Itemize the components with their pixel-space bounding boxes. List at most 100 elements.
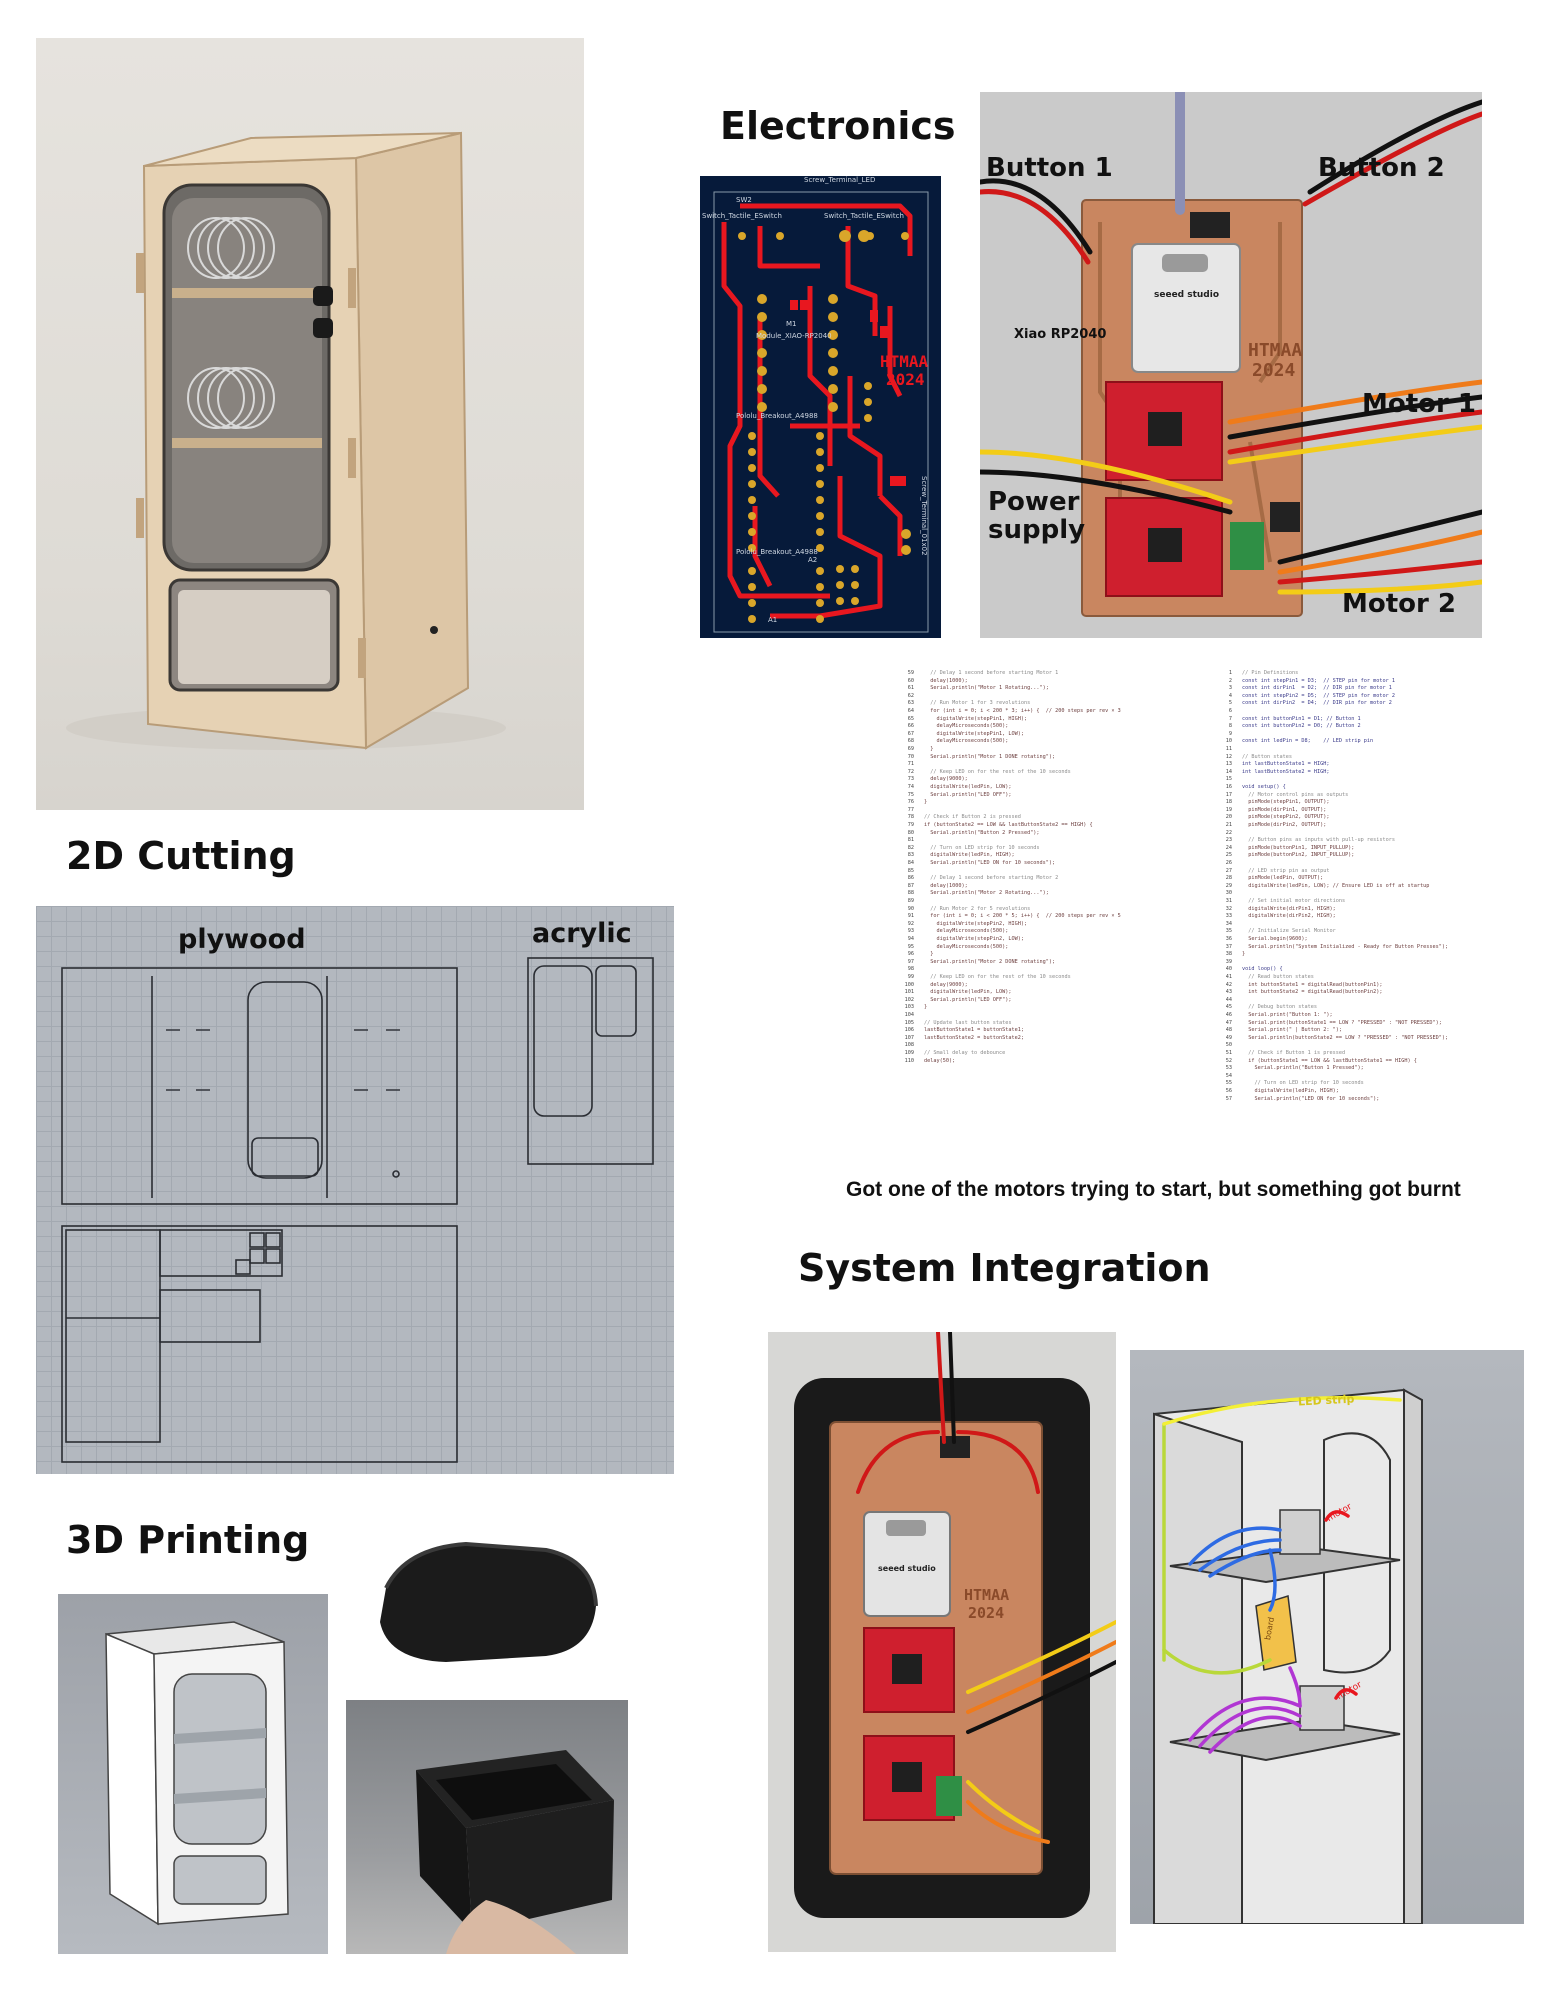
code-line: digitalWrite(stepPin1, LOW); [924,730,1024,737]
code-line-number: 67 [907,730,914,737]
code-line-number: 69 [907,746,914,752]
code-line-number: 5 [1228,700,1232,707]
code-line-number: 101 [904,989,914,996]
code-line-number: 27 [1225,867,1232,874]
pcb-label-screw: Screw_Terminal_01x02 [920,476,928,556]
code-line-number: 48 [1225,1027,1232,1034]
code-line-number: 21 [1225,822,1232,828]
code-line: // Keep LED on for the rest of the 10 se… [924,768,1071,775]
code-line: const int buttonPin1 = D1; // Button 1 [1242,715,1361,722]
code-line-number: 1 [1228,670,1232,676]
code-line: // Pin Definitions [1242,670,1299,676]
code-line-number: 109 [904,1050,914,1056]
code-line-number: 40 [1225,966,1232,973]
code-line: int buttonState2 = digitalRead(buttonPin… [1242,989,1383,996]
code-line: pinMode(stepPin2, OUTPUT); [1242,814,1330,821]
code-line-number: 60 [907,677,914,684]
code-line-number: 29 [1225,882,1232,889]
code-line-number: 30 [1225,890,1232,897]
pcb-label-a2: A2 [808,556,818,564]
integration-heading: System Integration [798,1246,1211,1290]
code-line: // Delay 1 second before starting Motor … [924,875,1059,882]
code-line: // Keep LED on for the rest of the 10 se… [924,974,1071,980]
code-line: delayMicroseconds(500); [924,943,1009,950]
code-line-number: 32 [1225,905,1232,912]
pcb-label-driver2: Pololu_Breakout_A4988 [736,548,818,556]
code-line: digitalWrite(dirPin2, HIGH); [1242,913,1336,920]
code-line-number: 42 [1225,981,1232,988]
code-line-number: 36 [1225,936,1232,942]
code-line-number: 7 [1228,715,1232,722]
code-line: } [924,799,928,806]
code-line: // Update last button states [924,1019,1012,1026]
code-line: } [1242,951,1246,958]
board-photo-illustration [980,92,1482,638]
code-line: int lastButtonState2 = HIGH; [1242,768,1330,775]
pcb-label-led: Screw_Terminal_LED [804,176,876,184]
code-line: delay(9000); [924,981,968,988]
code-line: pinMode(stepPin1, OUTPUT); [1242,799,1330,806]
code-line: // Run Motor 1 for 3 revolutions [924,700,1031,707]
code-line: void setup() { [1242,784,1286,790]
code-line-number: 46 [1225,1012,1232,1018]
code-line-number: 22 [1225,829,1232,836]
printed-button-photo [346,1530,628,1680]
code-line: for (int i = 0; i < 200 * 5; i++) { // 2… [924,913,1121,920]
code-line-number: 65 [907,715,914,722]
code-line: Serial.begin(9600); [1242,936,1308,942]
code-line-number: 92 [907,920,914,927]
code-line-number: 28 [1225,875,1232,882]
code-line-number: 83 [907,852,914,859]
cad-model-render [58,1594,328,1954]
code-line: // Read button states [1242,974,1314,980]
cut-outlines [61,957,654,1463]
code-line: const int stepPin2 = D5; // STEP pin for… [1242,692,1396,699]
label-xiao: Xiao RP2040 [1014,327,1107,342]
spiral-coils [187,217,275,429]
code-line-number: 43 [1225,989,1232,996]
board-brand-line2: 2024 [1252,360,1296,381]
code-line-number: 11 [1225,746,1232,752]
pcb-brand-line1: HTMAA [880,352,929,371]
code-line: Serial.println("Motor 2 Rotating..."); [924,890,1049,897]
code-line: lastButtonState2 = buttonState2; [924,1034,1024,1041]
code-line: } [924,1004,928,1011]
enclosure-illustration [794,1332,1116,1918]
pcb-label-switch-right: Switch_Tactile_ESwitch [824,212,904,220]
code-line: void loop() { [1242,966,1283,973]
code-line-number: 76 [907,799,914,806]
pcb-label-sw2: SW2 [736,196,752,204]
label-motor-1: Motor 1 [1362,389,1476,419]
pcb-label-switch-left: Switch_Tactile_ESwitch [702,212,782,220]
code-line-number: 86 [907,875,914,882]
code-line: int buttonState1 = digitalRead(buttonPin… [1242,981,1383,988]
code-line-number: 90 [907,905,914,912]
code-line: delay(50); [924,1057,956,1064]
code-line-number: 53 [1225,1065,1232,1072]
code-line: delayMicroseconds(500); [924,723,1009,730]
code-line: digitalWrite(ledPin, HIGH); [1242,1088,1339,1094]
code-line: // Initialize Serial Monitor [1242,928,1336,935]
code-line-number: 26 [1225,860,1232,866]
code-line-number: 54 [1225,1072,1232,1079]
code-line: for (int i = 0; i < 200 * 3; i++) { // 2… [924,708,1121,714]
code-line-number: 9 [1228,730,1232,737]
code-line: Serial.println(buttonState2 == LOW ? "PR… [1242,1034,1449,1041]
enclosure-brand-line1: HTMAA [964,1586,1010,1604]
code-line: // Small delay to debounce [924,1050,1006,1056]
enclosure-photo: seeed studio HTMAA 2024 [768,1332,1116,1952]
code-line-number: 13 [1225,761,1232,768]
label-motor-2: Motor 2 [1342,589,1456,619]
pcb-brand-line2: 2024 [886,370,925,389]
electronics-caption: Got one of the motors trying to start, b… [846,1178,1461,1201]
code-line: pinMode(dirPin1, OUTPUT); [1242,806,1327,813]
code-line: delay(1000); [924,677,968,684]
code-line-number: 62 [907,692,914,699]
wiring-sketch-illustration [1153,1388,1423,1924]
label-button-2: Button 2 [1318,153,1445,183]
board-photo: seeed studio HTMAA 2024 Button 1 Button … [980,92,1482,638]
pcb-label-a1: A1 [768,616,778,624]
code-line: delay(1000); [924,882,968,889]
code-line-number: 23 [1225,837,1232,844]
code-line-number: 15 [1225,776,1232,783]
